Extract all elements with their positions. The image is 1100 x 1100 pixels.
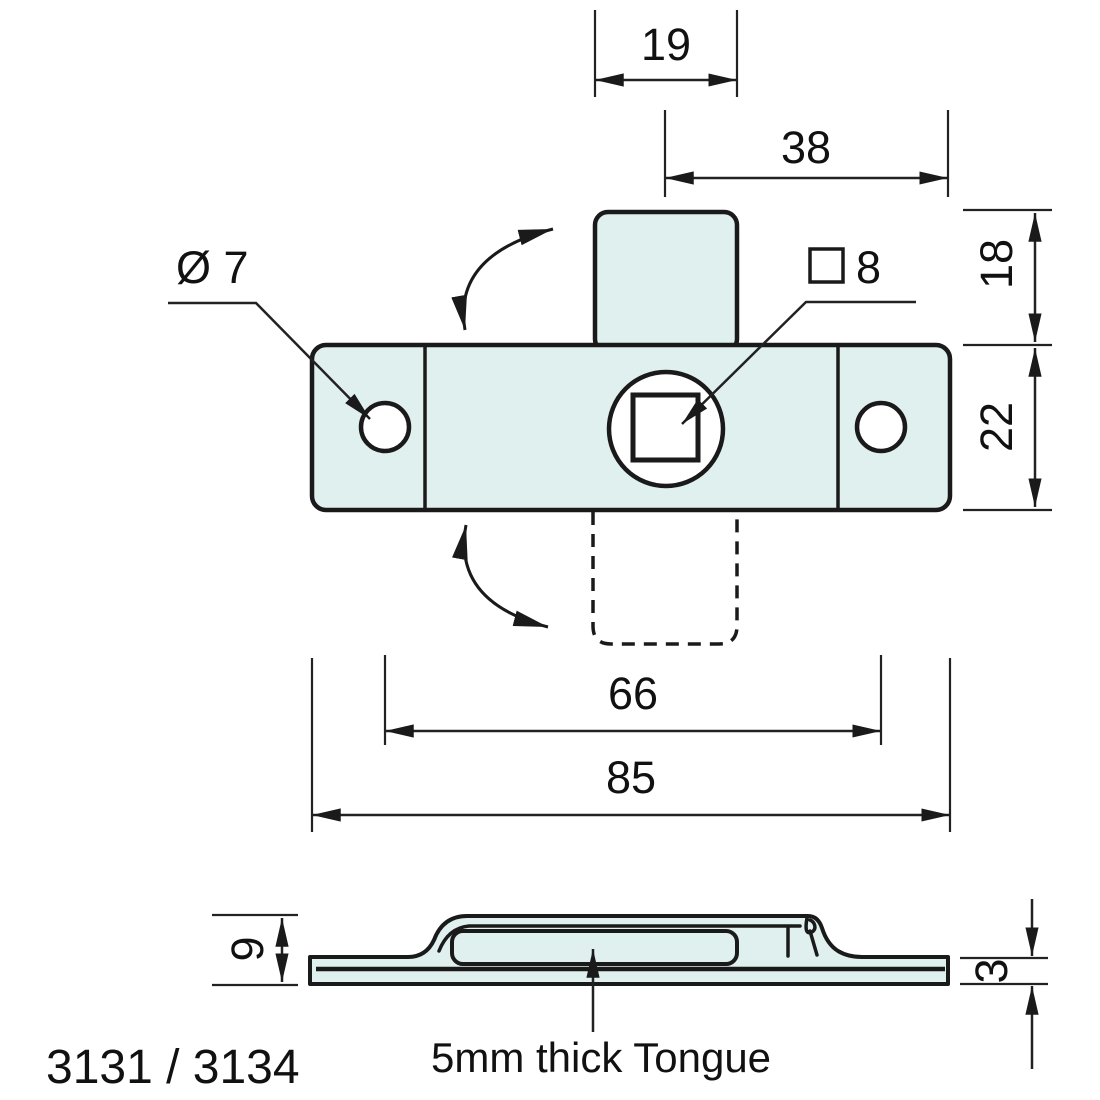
square-spindle-hole — [630, 392, 701, 463]
tongue-top-view — [592, 209, 740, 355]
dim-overall-length: 85 — [310, 658, 952, 832]
top-view — [309, 209, 953, 646]
spring-clip-hook — [804, 916, 819, 957]
spindle-square-label: 8 — [856, 242, 881, 293]
dim-body-depth-value: 22 — [971, 402, 1022, 452]
tongue-side-view — [450, 929, 739, 966]
hole-diameter-callout: Ø 7 — [168, 242, 371, 420]
dim-tongue-width: 19 — [593, 10, 739, 97]
dim-hole-centres: 66 — [383, 655, 883, 745]
spindle-square-callout: 8 — [681, 242, 916, 425]
hole-diameter-label: Ø 7 — [176, 242, 249, 293]
hidden-tongue-outline — [591, 512, 739, 646]
square-symbol-icon — [808, 247, 845, 284]
dim-centre-to-edge-value: 38 — [781, 122, 831, 173]
dim-overall-height-value: 9 — [222, 936, 273, 961]
hole-diameter-leader — [168, 301, 371, 420]
tongue-note-label: 5mm thick Tongue — [431, 1034, 771, 1081]
dim-overall-length-value: 85 — [606, 752, 656, 803]
dim-tongue-projection: 18 — [963, 208, 1052, 347]
dim-tongue-width-value: 19 — [641, 19, 691, 70]
dim-plate-thickness: 3 — [960, 899, 1048, 1069]
housing-inner-line — [437, 924, 802, 953]
spindle-square-leader — [681, 300, 916, 425]
dim-hole-centres-value: 66 — [608, 668, 658, 719]
dim-body-depth: 22 — [963, 348, 1052, 512]
dim-overall-height: 9 — [212, 913, 298, 987]
tongue-note-callout: 5mm thick Tongue — [431, 949, 771, 1081]
product-codes-label: 3131 / 3134 — [46, 1041, 300, 1094]
dim-tongue-projection-value: 18 — [971, 239, 1022, 289]
dim-plate-thickness-value: 3 — [966, 958, 1017, 983]
dim-centre-to-edge: 38 — [663, 110, 950, 197]
left-screw-hole — [358, 400, 412, 454]
side-view — [308, 914, 950, 986]
rotation-arrow-lower — [452, 524, 549, 629]
rotation-arrow-upper — [451, 227, 554, 331]
right-screw-hole — [854, 400, 908, 454]
